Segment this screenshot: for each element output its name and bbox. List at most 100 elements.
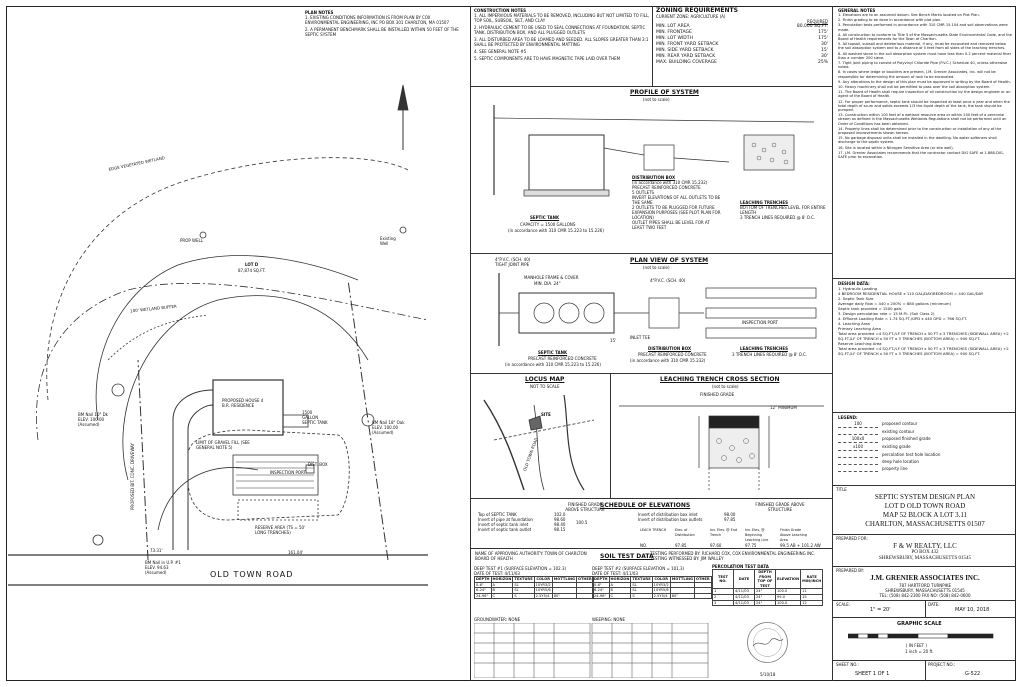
soil-col-header: OTHER	[693, 576, 712, 583]
soil-cell: 24-96"	[592, 592, 610, 600]
blank-test-grid	[474, 623, 709, 678]
profile-trench-title: LEACHING TRENCHES	[740, 200, 788, 205]
elevation-name: Top of SEPTIC TANK	[478, 512, 517, 517]
planview-pipe1: 4"P.V.C. (SCH. 40)	[495, 257, 531, 262]
soil-cell: 10YR5/6	[533, 587, 553, 594]
divider-sheet	[832, 660, 1016, 661]
soil-col-header: HORIZON	[608, 576, 632, 583]
perc-col-header: DATE	[733, 568, 755, 590]
general-note: 15. No garbage disposal units shall be i…	[838, 136, 997, 145]
general-note: 14. Property lines shall be determined p…	[838, 126, 1002, 136]
legend-text: existing contour	[882, 429, 915, 434]
prepared-for-label: PREPARED FOR:	[836, 536, 868, 541]
leaching-field	[232, 454, 319, 496]
general-note: 9. Any alterations to the design of this…	[838, 79, 1011, 84]
property-line-west	[137, 359, 149, 561]
elevation-trench-cell: 97.60	[710, 543, 722, 548]
legend-symbol: x100	[838, 443, 878, 451]
profile-dbox-line: INVERT ELEVATIONS OF ALL OUTLETS TO BE T…	[632, 195, 721, 205]
profile-dbox-line: PRECAST REINFORCED CONCRETE	[632, 185, 701, 190]
deep-hole-2-elev: (SURFACE ELEVATION = 101.3)	[622, 566, 685, 571]
elevation-trench-cell: NO.	[640, 543, 648, 548]
design-line: Total area provided =4 SQ.FT./LF OF TREN…	[838, 331, 1009, 341]
legend-text: deep hole location	[882, 459, 919, 464]
soil-col-header: COLOR	[533, 576, 553, 583]
soil-col-header: HORIZON	[490, 576, 514, 583]
planview-septic-tank	[518, 292, 615, 334]
zoning-row-value: 80,000 SQ.FT.	[796, 24, 828, 29]
profile-septic-tank	[528, 134, 605, 191]
profile-trench	[743, 134, 795, 171]
elevation-value: 98.15	[554, 527, 566, 532]
signature-date: 5/10/18	[760, 672, 776, 677]
legend-item: x100 existing grade	[838, 443, 1012, 451]
site-plan	[8, 84, 429, 586]
zoning-heading: ZONING REQUIREMENTS	[656, 7, 738, 14]
construction-notes: CONSTRUCTION NOTES 1. ALL IMPERVIOUS MAT…	[474, 8, 650, 63]
profile-dbox-line: 2 OUTLETS TO BE PLUGGED FOR FUTURE EXPAN…	[632, 205, 721, 220]
elevation-name: Invert of septic tank outlet	[478, 527, 532, 532]
soil-cell: S	[512, 592, 535, 600]
legend-item: percolation test hole location	[838, 451, 1012, 458]
soil-weeping: WEEPING: NONE	[592, 617, 625, 622]
legend-text: property line	[882, 466, 908, 471]
elevations-fg2: FINISHED GRADE ABOVE STRUCTURE	[755, 502, 805, 512]
planview-dim: 15'	[610, 338, 617, 343]
section-stone	[708, 427, 760, 469]
section-min: 12" MINIMUM	[770, 405, 797, 410]
elevation-trench-head: Elev. of Distribution	[675, 528, 695, 537]
soil-cell: 24-96"	[474, 592, 492, 600]
legend-text: existing grade	[882, 444, 911, 449]
plan-note-1: 1. EXISTING CONDITIONS INFORMATION IS FR…	[305, 15, 449, 25]
sheet-border	[6, 6, 1016, 681]
locus-sub: NOT TO SCALE	[530, 384, 560, 389]
scale-label: SCALE:	[836, 602, 851, 607]
zoning-table: ZONING REQUIREMENTS CURRENT ZONE: AGRICU…	[656, 8, 828, 66]
profile-trench-block: LEACHING TRENCHES BOTTOM OF TRENCHES LEV…	[740, 200, 828, 220]
north-arrow	[397, 84, 409, 111]
general-note: 6. All washed stone in the soil absorpti…	[838, 51, 1012, 60]
project-value: G-522	[965, 671, 981, 677]
planview-manhole: MANHOLE FRAME & COVER	[524, 275, 579, 280]
road-name: OLD TOWN ROAD	[210, 570, 294, 579]
general-notes-heading: GENERAL NOTES	[838, 8, 876, 13]
engineer-stamp	[747, 622, 788, 663]
dbox-label: DIST. BOX	[308, 462, 328, 467]
divider-scale	[832, 600, 1016, 601]
construction-note-5: 5. SEPTIC COMPONENTS ARE TO HAVE MAGNETI…	[474, 56, 621, 61]
soil-cell: C	[490, 592, 514, 600]
zoning-required: REQUIRED	[807, 19, 828, 24]
legend-text: proposed contour	[882, 421, 918, 426]
divider-locus	[610, 373, 611, 498]
design-line: Reserve Leaching Area	[838, 341, 882, 346]
planview-drawing	[498, 273, 817, 346]
graphic-scale-ratio: 1 inch = 20 ft.	[905, 649, 934, 654]
divider-left	[470, 6, 471, 681]
profile-dbox-line: OUTLET PIPES SHALL BE LEVEL FOR AT LEAST…	[632, 220, 710, 230]
soil-col-header: OTHER	[575, 576, 594, 583]
perc-col-header: ELEVATION	[774, 568, 802, 590]
design-line: 3. Design percolation rate = 15 M.P.I. (…	[838, 311, 935, 316]
locus-site-marker	[528, 415, 543, 431]
profile-dbox-block: DISTRIBUTION BOX (in accordance with 310…	[632, 175, 722, 230]
general-note: 10. Heavy machinery shall not be permitt…	[838, 85, 991, 90]
planview-tank-title: SEPTIC TANK	[538, 350, 568, 355]
zoning-row-value: 175'	[818, 36, 828, 41]
planview-trench-title: LEACHING TRENCHES	[740, 346, 788, 351]
general-note: 5. All topsoil, subsoil and deleterious …	[838, 42, 1007, 51]
perc-cell: 12	[800, 599, 824, 607]
elevation-row: Invert of septic tank outlet 98.15	[478, 527, 565, 532]
legend-heading: LEGEND:	[838, 415, 858, 420]
locus-map	[483, 394, 595, 491]
